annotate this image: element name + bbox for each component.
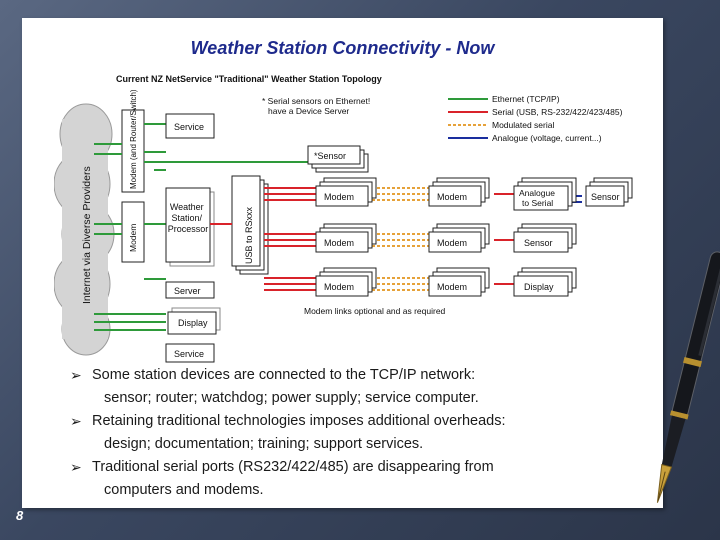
row2-modem-a-label: Modem bbox=[324, 238, 354, 248]
row1-modem-b bbox=[428, 185, 482, 207]
row2-modem-b-label: Modem bbox=[437, 238, 467, 248]
service-bottom-label: Service bbox=[174, 349, 204, 359]
legend-label-ethernet: Ethernet (TCP/IP) bbox=[492, 94, 560, 104]
server-box bbox=[165, 281, 215, 299]
row2-modem-b bbox=[428, 231, 482, 253]
display-box bbox=[167, 311, 217, 335]
row1-sensor-label: Sensor bbox=[591, 192, 620, 202]
row3-modem-b-label: Modem bbox=[437, 282, 467, 292]
weather-station-label: Weather Station/ Processor bbox=[168, 202, 209, 234]
bullet-item: ➢Retaining traditional technologies impo… bbox=[70, 410, 630, 433]
arrow-bullet-icon: ➢ bbox=[70, 413, 82, 429]
internet-cloud bbox=[54, 103, 115, 356]
legend-label-analogue: Analogue (voltage, current...) bbox=[492, 133, 602, 143]
row2-sensor-label: Sensor bbox=[524, 238, 553, 248]
weather-station-box bbox=[165, 187, 211, 263]
bullet-list: ➢Some station devices are connected to t… bbox=[70, 364, 630, 502]
slide-title: Weather Station Connectivity - Now bbox=[190, 38, 495, 58]
usb-label: USB to RSxxx bbox=[244, 206, 254, 264]
bullet-item: ➢Some station devices are connected to t… bbox=[70, 364, 630, 387]
row1-modem-a-label: Modem bbox=[324, 192, 354, 202]
legend-label-modulated: Modulated serial bbox=[492, 120, 554, 130]
slide: Weather Station Connectivity - Now Curre… bbox=[22, 18, 663, 508]
star-sensor-label: *Sensor bbox=[314, 151, 346, 161]
usb-converter-stack bbox=[231, 175, 269, 275]
row2-modem-a bbox=[315, 231, 369, 253]
modem-footnote: Modem links optional and as required bbox=[304, 306, 446, 316]
bullet-continuation: computers and modems. bbox=[104, 482, 264, 498]
row3-display bbox=[513, 275, 569, 297]
row1-analogue-label: Analogue to Serial bbox=[519, 188, 557, 208]
bullet-continuation: sensor; router; watchdog; power supply; … bbox=[104, 390, 479, 406]
modem-router-label: Modem (and Router/Switch) bbox=[129, 89, 138, 189]
service-box-top bbox=[165, 113, 215, 139]
legend-label-serial: Serial (USB, RS-232/422/423/485) bbox=[492, 107, 623, 117]
diagram-heading: Current NZ NetService "Traditional" Weat… bbox=[116, 74, 382, 84]
bullet-item: ➢Traditional serial ports (RS232/422/485… bbox=[70, 456, 630, 479]
service-top-label: Service bbox=[174, 122, 204, 132]
cloud-label: Internet via Diverse Providers bbox=[81, 166, 93, 304]
star-sensor-box bbox=[307, 145, 361, 165]
topology-diagram: Current NZ NetService "Traditional" Weat… bbox=[54, 74, 633, 363]
row1-modem-b-label: Modem bbox=[437, 192, 467, 202]
row1-sensor bbox=[585, 185, 625, 207]
fountain-pen-icon bbox=[656, 251, 720, 503]
page-number: 8 bbox=[16, 508, 24, 523]
row3-modem-a bbox=[315, 275, 369, 297]
bullet-continuation: design; documentation; training; support… bbox=[104, 436, 424, 452]
row3-display-label: Display bbox=[524, 282, 554, 292]
row3-modem-a-label: Modem bbox=[324, 282, 354, 292]
arrow-bullet-icon: ➢ bbox=[70, 367, 82, 383]
note-text: * Serial sensors on Ethernet! have a Dev… bbox=[262, 96, 373, 116]
row2-sensor bbox=[513, 231, 569, 253]
row1-analogue-serial bbox=[513, 185, 569, 211]
row1-modem-a bbox=[315, 185, 369, 207]
modem-left-label: Modem bbox=[128, 224, 138, 252]
service-box-bottom bbox=[165, 343, 215, 363]
display-label: Display bbox=[178, 318, 208, 328]
modem-box-left bbox=[121, 201, 145, 263]
arrow-bullet-icon: ➢ bbox=[70, 459, 82, 475]
legend: Ethernet (TCP/IP) Serial (USB, RS-232/42… bbox=[448, 94, 623, 143]
row3-modem-b bbox=[428, 275, 482, 297]
server-label: Server bbox=[174, 286, 201, 296]
